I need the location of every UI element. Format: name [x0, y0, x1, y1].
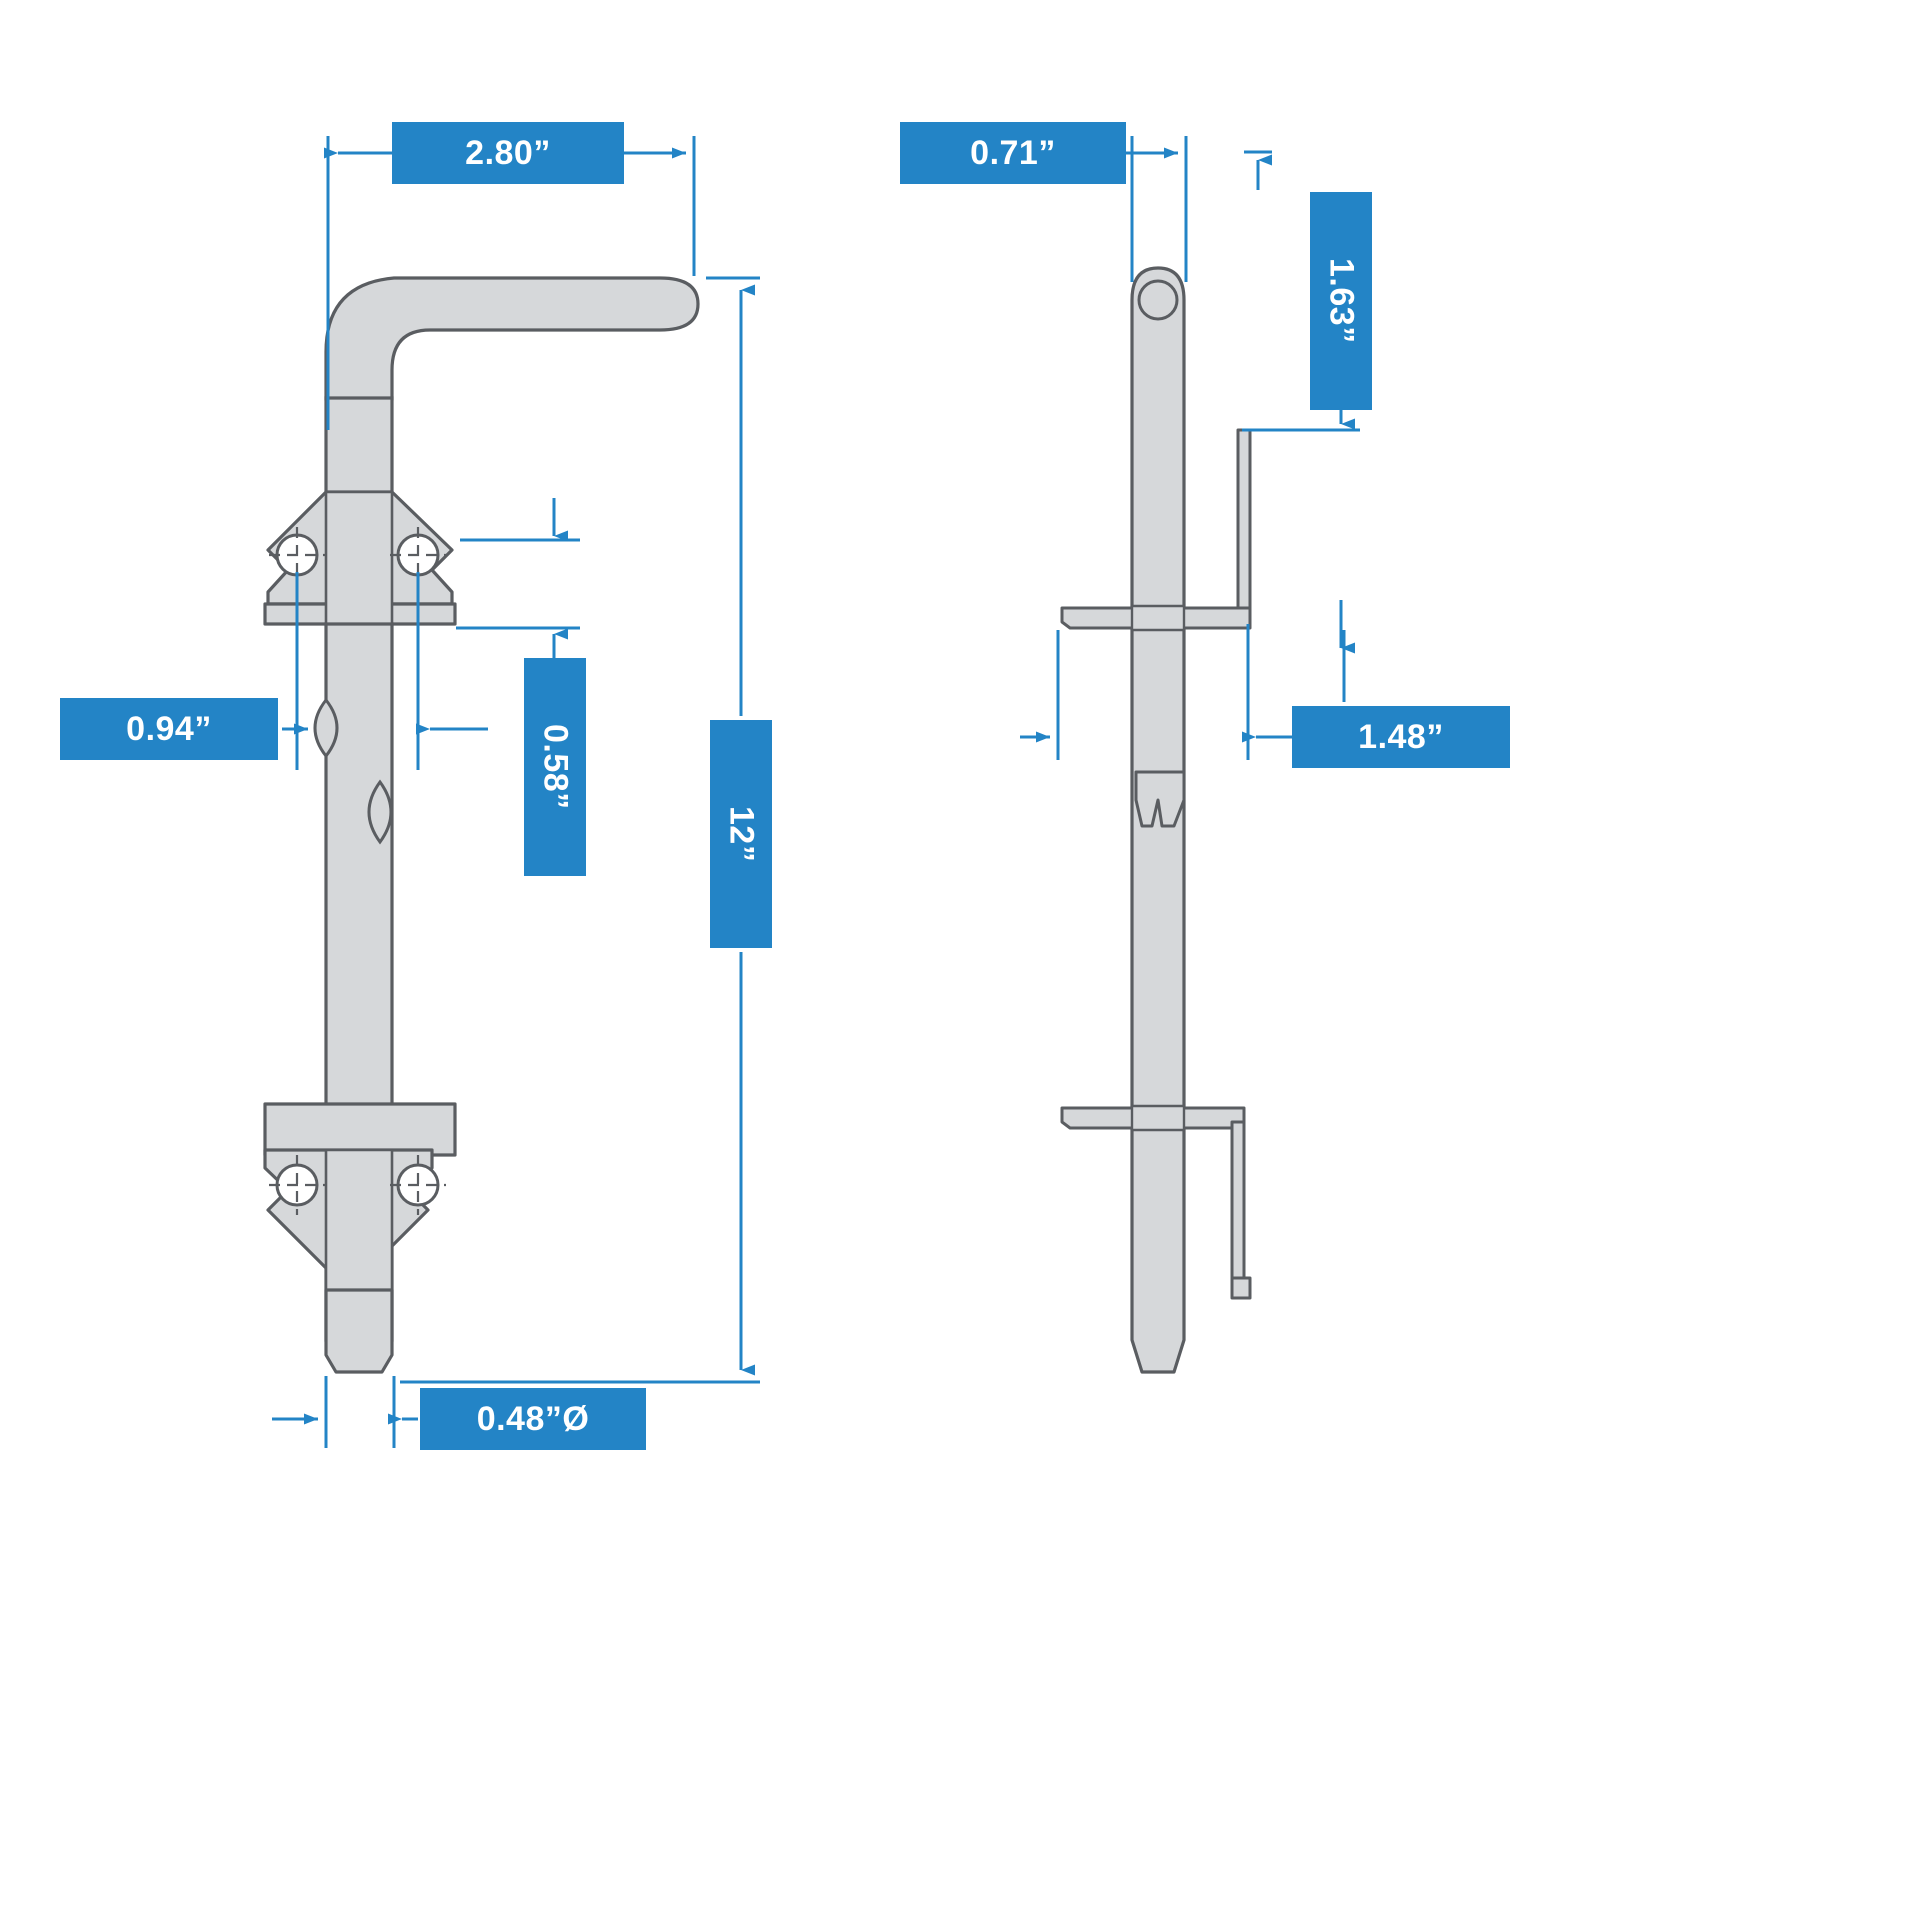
shaft-detent-oval-lower — [367, 779, 393, 845]
front-view-part — [263, 276, 700, 1374]
shaft-detent-oval-upper — [313, 697, 339, 759]
lower-bracket-hole-right — [390, 1155, 446, 1215]
dim-label-clip-width: 1.48” — [1292, 706, 1510, 768]
side-detent-wedge — [1134, 770, 1186, 828]
dimension-lines-front — [272, 136, 760, 1448]
handle-bar — [324, 276, 700, 402]
side-shaft-over-upper-clip — [1130, 604, 1186, 632]
side-lower-clip-leg — [1230, 1120, 1246, 1292]
lower-bracket-hole-left — [269, 1155, 325, 1215]
dim-label-clip-height: 1.63” — [1310, 192, 1372, 410]
dim-label-overall-length: 12” — [710, 720, 772, 948]
shaft-through-upper-bracket — [324, 490, 394, 626]
side-shaft-over-lower-clip — [1130, 1104, 1186, 1132]
side-top-cap-circle — [1137, 279, 1179, 321]
dim-label-handle-width: 2.80” — [392, 122, 624, 184]
shaft-through-lower-bracket — [324, 1148, 394, 1302]
lower-bracket-flange — [263, 1102, 457, 1157]
dim-label-shaft-diameter: 0.48”Ø — [420, 1388, 646, 1450]
shaft-tip — [324, 1288, 394, 1374]
side-lower-clip-foot — [1230, 1276, 1252, 1300]
dim-label-shaft-offset: 0.58” — [524, 658, 586, 876]
dim-label-pin-diameter: 0.71” — [900, 122, 1126, 184]
dim-label-bracket-width: 0.94” — [60, 698, 278, 760]
dimension-lines-side — [1020, 136, 1360, 760]
side-view-part — [1060, 266, 1252, 1374]
side-upper-clip-leg — [1236, 428, 1252, 614]
side-shaft-body — [1130, 266, 1186, 1374]
